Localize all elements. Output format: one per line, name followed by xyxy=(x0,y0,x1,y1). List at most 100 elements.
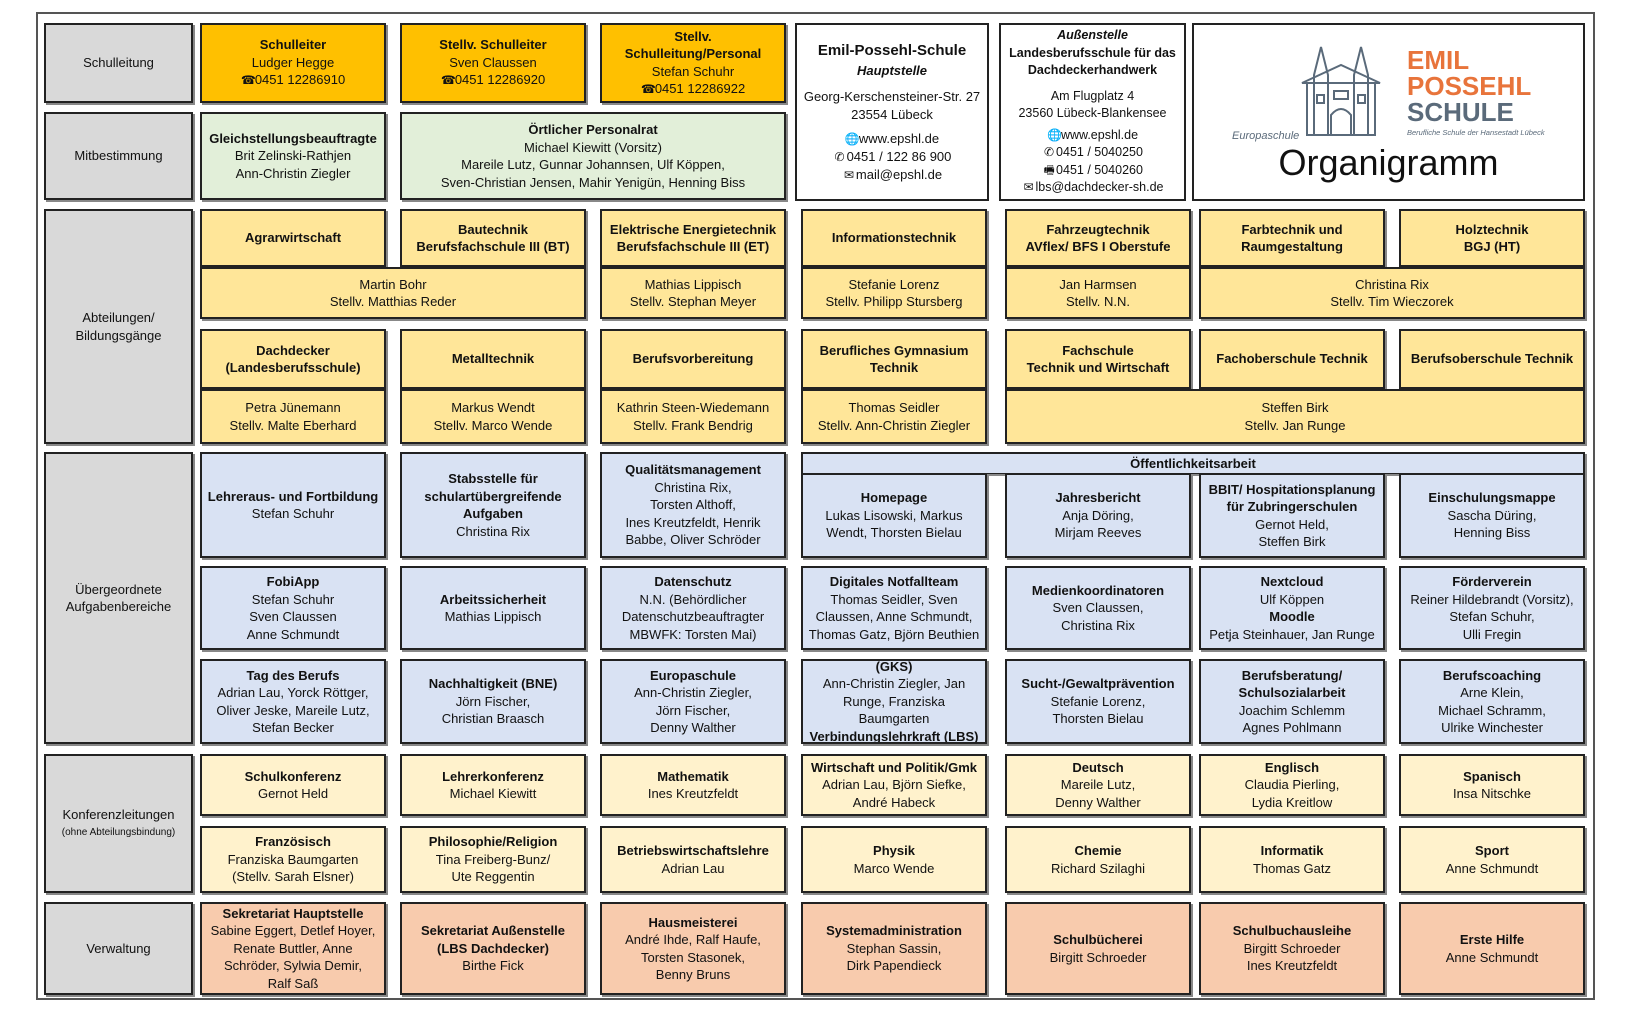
logo-line-1: EMIL xyxy=(1407,45,1469,75)
person: André Habeck xyxy=(852,794,936,810)
logo-europa: Europaschule xyxy=(1232,130,1299,142)
department-box: Informationstechnik xyxy=(801,209,987,267)
main-school-web[interactable]: 🌐www.epshl.de xyxy=(844,131,940,146)
person: Ute Reggentin xyxy=(451,869,535,885)
person: Mareile Lutz, Gunnar Johannsen, Ulf Köpp… xyxy=(461,157,725,172)
department-box: Berufsvorbereitung xyxy=(600,329,786,389)
department-name: Fahrzeugtechnik xyxy=(1046,221,1150,237)
person: Dirk Papendieck xyxy=(846,958,942,974)
person: Reiner Hildebrandt (Vorsitz), xyxy=(1410,591,1574,607)
task-title: Schulkonferenz xyxy=(244,768,342,784)
leitung-name: Sven Claussen xyxy=(449,54,537,70)
task-title: Wirtschaft und Politik/Gmk xyxy=(810,759,977,775)
person: Sven-Christian Jensen, Mahir Yenigün, He… xyxy=(440,174,746,190)
task-title: Mathematik xyxy=(657,768,729,784)
branch-fax: 🖷0451 / 5040260 xyxy=(1042,162,1143,180)
main-school-sub: Hauptstelle xyxy=(856,63,928,78)
task-title: Erste Hilfe xyxy=(1459,932,1525,947)
task-title: für Zubringerschulen xyxy=(1226,499,1358,514)
task-title: Homepage xyxy=(860,490,928,506)
person: Lydia Kreitlow xyxy=(1251,794,1333,810)
task-title: Nachhaltigkeit (BNE) xyxy=(428,676,558,692)
person: Michael Kiewitt (Vorsitz) xyxy=(524,139,662,155)
department-name: Fachoberschule Technik xyxy=(1216,351,1368,367)
task-title: Lehrerkonferenz xyxy=(442,768,544,784)
category-schulleitung: Schulleitung xyxy=(44,23,193,103)
person: Markus Wendt xyxy=(451,400,535,415)
leitung-title: Stellv. Schulleitung/Personal xyxy=(624,28,762,62)
mail-icon: ✉ xyxy=(1023,180,1034,195)
task-title: Lehreraus- und Fortbildung xyxy=(207,488,379,504)
person: Renate Buttler, Anne xyxy=(233,940,353,956)
branch-phone: ✆0451 / 5040250 xyxy=(1042,144,1143,162)
person: Sven Claussen xyxy=(249,609,337,624)
person: Stephan Sassin, xyxy=(846,940,942,956)
branch-mail[interactable]: ✉lbs@dachdecker-sh.de xyxy=(1021,179,1163,197)
main-school-street: Georg-Kerschensteiner-Str. 27 xyxy=(803,89,981,104)
person: N.N. (Behördlicher xyxy=(639,591,747,607)
person: Ulli Fregin xyxy=(1462,626,1522,642)
leitung-name: Stefan Schuhr xyxy=(651,63,735,79)
globe-icon: 🌐 xyxy=(1046,127,1062,142)
logo-tagline: Berufliche Schule der Hansestadt Lübeck xyxy=(1407,128,1546,137)
category-label: Schulleitung xyxy=(83,55,154,71)
main-school-name: Emil-Possehl-Schule xyxy=(817,42,967,59)
person: Datenschutzbeauftragter xyxy=(621,609,765,624)
person: Torsten Althoff, xyxy=(650,497,736,513)
person: Ann-Christin Ziegler xyxy=(235,165,351,181)
person: Schröder, Sylwia Demir, xyxy=(224,958,362,974)
person: André Ihde, Ralf Haufe, xyxy=(625,932,761,947)
person: Mareile Lutz, xyxy=(1060,777,1136,793)
branch-street: Am Flugplatz 4 xyxy=(1050,88,1135,103)
department-name: AVflex/ BFS I Oberstufe xyxy=(1025,239,1171,254)
person: Birgitt Schroeder xyxy=(1049,949,1147,965)
person: Ines Kreutzfeldt, Henrik xyxy=(625,514,761,530)
person: MBWFK: Torsten Mai) xyxy=(629,626,757,642)
department-name: Holztechnik xyxy=(1455,221,1529,237)
page-title: Organigramm xyxy=(1278,142,1499,183)
department-box: Metalltechnik xyxy=(400,329,586,389)
task-title: Informatik xyxy=(1260,843,1324,858)
leitung-title: Stellv. Schulleiter xyxy=(439,37,547,53)
person: Benny Bruns xyxy=(655,967,731,982)
fax-icon: 🖷 xyxy=(1043,162,1055,177)
task-title: Qualitätsmanagement xyxy=(625,462,761,478)
person: Stefan Schuhr xyxy=(251,591,335,607)
person: Gernot Held xyxy=(257,786,329,801)
phone-number: 0451 12286922 xyxy=(654,81,746,96)
department-name: Technik xyxy=(869,360,919,375)
task-title: Datenschutz xyxy=(654,574,732,589)
main-school-mail[interactable]: ✉mail@epshl.de xyxy=(843,167,943,182)
person: Ines Kreutzfeldt xyxy=(1246,958,1338,974)
person: Ulf Köppen xyxy=(1259,591,1325,607)
person: Michael Schramm, xyxy=(1438,702,1546,718)
task-title: Arbeitssicherheit xyxy=(439,591,547,607)
person: Birgitt Schroeder xyxy=(1243,940,1341,956)
person: Stefanie Lorenz xyxy=(848,276,940,292)
category-note: (ohne Abteilungsbindung) xyxy=(61,826,176,838)
person: Franziska Baumgarten xyxy=(227,851,359,867)
task-title: Einschulungsmappe xyxy=(1428,490,1556,506)
task-title: FobiApp xyxy=(266,574,320,589)
task-title: Verbindungslehrkräfte (GKS) xyxy=(875,659,913,674)
person: Joachim Schlemm xyxy=(1238,702,1346,718)
branch-web[interactable]: 🌐www.epshl.de xyxy=(1047,127,1138,145)
person: Babbe, Oliver Schröder xyxy=(625,532,761,548)
task-box: Nachhaltigkeit (BNE)Jörn Fischer,Christi… xyxy=(400,659,586,744)
